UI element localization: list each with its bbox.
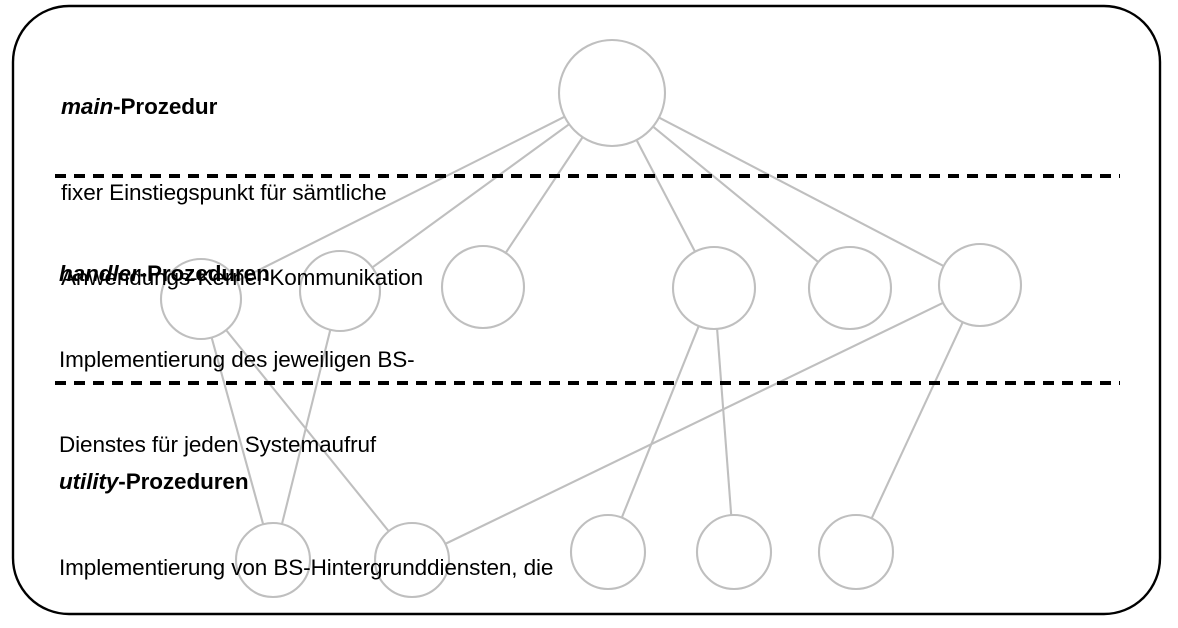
graph-edge: [225, 329, 390, 532]
graph-node-handler-6[interactable]: [937, 242, 1023, 328]
graph-node-utility-1[interactable]: [234, 521, 312, 599]
node-layer: [159, 38, 1023, 599]
graph-edge: [280, 329, 332, 525]
graph-edge: [716, 328, 733, 516]
graph-edge: [371, 123, 570, 269]
graph-node-utility-3[interactable]: [569, 513, 647, 591]
graph-node-handler-2[interactable]: [298, 249, 382, 333]
graph-edge: [444, 301, 944, 545]
graph-node-utility-4[interactable]: [695, 513, 773, 591]
graph-edge: [236, 115, 566, 283]
divider-layer: [55, 174, 1120, 385]
graph-edge: [870, 321, 964, 519]
graph-edge: [620, 325, 700, 519]
graph-edge: [210, 337, 265, 525]
graph-node-handler-5[interactable]: [807, 245, 893, 331]
graph-node-utility-2[interactable]: [373, 521, 451, 599]
edge-layer: [210, 115, 964, 545]
graph-edge: [504, 136, 584, 254]
graph-node-utility-5[interactable]: [817, 513, 895, 591]
rounded-frame: [11, 4, 1162, 616]
graph-edge: [635, 139, 696, 253]
graph-node-handler-1[interactable]: [159, 257, 243, 341]
graph-node-main-1[interactable]: [557, 38, 667, 148]
graph-node-handler-3[interactable]: [440, 244, 526, 330]
graph-edge: [652, 125, 819, 263]
graph-node-handler-4[interactable]: [671, 245, 757, 331]
graph-edge: [658, 116, 945, 267]
